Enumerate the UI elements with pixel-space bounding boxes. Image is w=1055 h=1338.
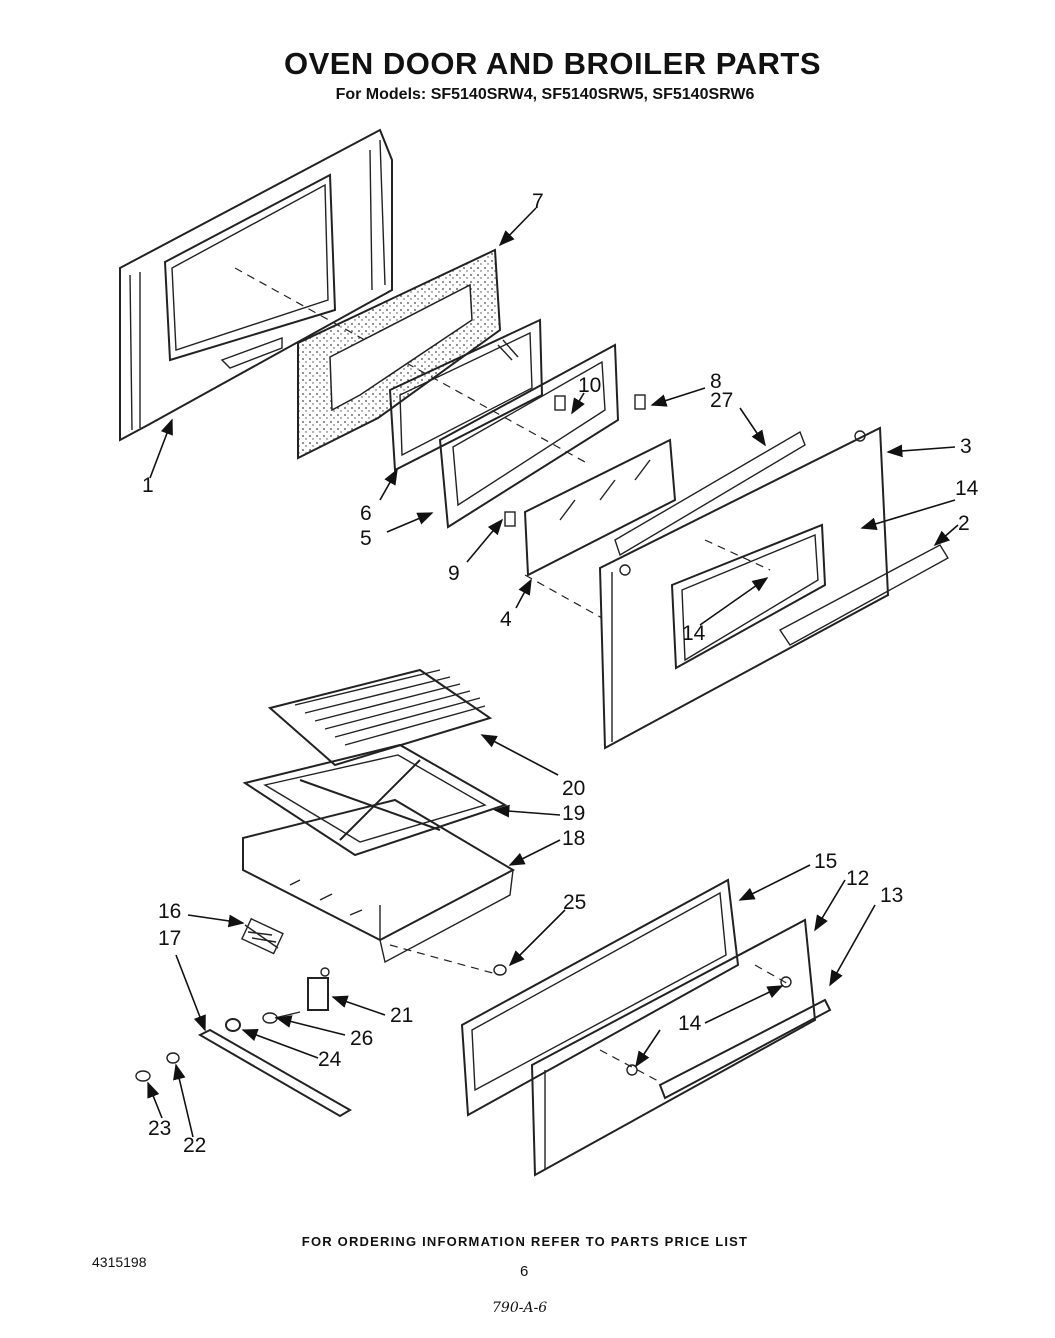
outer-oven-door: [598, 426, 949, 750]
model-list: For Models: SF5140SRW4, SF5140SRW5, SF51…: [335, 86, 755, 103]
callout-24: 24: [318, 1048, 342, 1071]
inner-door-panel: [119, 128, 393, 442]
broiler-alignment-line: [389, 944, 501, 976]
callout-4: 4: [500, 608, 512, 631]
callout-21: 21: [390, 1004, 413, 1027]
callout-13: 13: [880, 884, 903, 907]
callout-8: 8: [710, 370, 722, 393]
broiler-drawer: [242, 798, 516, 964]
spacer-nut: [225, 1018, 241, 1032]
broiler-door-inner-panel: [460, 878, 740, 1117]
handle-alignment-line: [754, 964, 791, 986]
washer: [166, 1052, 180, 1064]
callout-25: 25: [563, 891, 586, 914]
callout-6: 6: [360, 502, 372, 525]
callout-2: 2: [958, 512, 970, 535]
callout-26: 26: [350, 1027, 373, 1050]
callout-10: 10: [578, 374, 601, 397]
document-number: 4315198: [92, 1254, 147, 1270]
broiler-door-handle: [658, 998, 832, 1100]
door-alignment-line: [704, 539, 771, 571]
page-title: OVEN DOOR AND BROILER PARTS: [283, 46, 822, 81]
handle-spacer: [780, 976, 792, 988]
callout-14c: 14: [678, 1012, 702, 1035]
handwritten-note: 790-A-6: [492, 1300, 548, 1316]
callout-27: 27: [710, 389, 733, 412]
broiler-screw: [262, 1011, 301, 1024]
door-insulation: [297, 248, 502, 460]
door-alignment-line: [524, 574, 603, 619]
callout-23: 23: [148, 1117, 171, 1140]
glass-retainer-frame: [388, 318, 544, 472]
handle-alignment-line: [599, 1049, 661, 1083]
callout-3: 3: [960, 435, 972, 458]
callout-14a: 14: [955, 477, 979, 500]
callout-16: 16: [158, 900, 181, 923]
callout-7: 7: [532, 190, 544, 213]
callout-12: 12: [846, 867, 869, 890]
broiler-door-outer-panel: [530, 918, 817, 1177]
callout-15: 15: [814, 850, 837, 873]
callout-22: 22: [183, 1134, 206, 1157]
page-number: 6: [520, 1263, 529, 1280]
callout-18: 18: [562, 827, 585, 850]
inner-glass-panel: [438, 343, 646, 529]
callout-9: 9: [448, 562, 460, 585]
mounting-screw: [135, 1070, 151, 1082]
callout-14b: 14: [682, 622, 706, 645]
broiler-support-rail: [197, 1028, 352, 1118]
handle-spacer: [626, 1064, 638, 1076]
callout-1: 1: [142, 474, 154, 497]
outer-door-glass: [523, 438, 677, 577]
broiler-pan: [242, 743, 508, 857]
callout-17: 17: [158, 927, 181, 950]
broiler-latch-bracket: [307, 967, 330, 1011]
callout-19: 19: [562, 802, 585, 825]
drawer-stop-screw: [493, 964, 507, 976]
callout-5: 5: [360, 527, 372, 550]
broiler-spring: [241, 917, 284, 955]
ordering-info: FOR ORDERING INFORMATION REFER TO PARTS …: [301, 1234, 749, 1249]
broiler-pan-grid: [267, 668, 493, 767]
callout-20: 20: [562, 777, 585, 800]
